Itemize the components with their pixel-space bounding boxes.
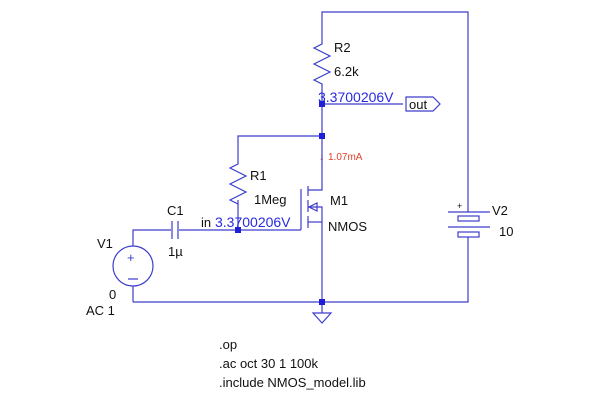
v1-name-label: V1 xyxy=(97,236,113,251)
wire-top-rail[interactable] xyxy=(321,11,469,200)
c1-name-label: C1 xyxy=(167,203,184,218)
directive-include[interactable]: .include NMOS_model.lib xyxy=(219,375,366,390)
junction-ground xyxy=(319,299,325,305)
capacitor-c1[interactable]: C1 1µ xyxy=(167,203,184,259)
r2-name-label: R2 xyxy=(334,40,351,55)
out-net-label: out xyxy=(409,97,427,112)
voltage-source-v1[interactable]: + V1 0 AC 1 xyxy=(86,236,154,318)
spice-directives[interactable]: .op .ac oct 30 1 100k .include NMOS_mode… xyxy=(219,337,366,390)
resistor-r1[interactable]: R1 1Meg xyxy=(228,160,287,207)
resistor-r2[interactable]: R2 6.2k xyxy=(312,40,359,86)
v1-value-label: 0 xyxy=(109,287,116,302)
wire-r1-top[interactable] xyxy=(237,135,322,160)
in-net-label[interactable]: in xyxy=(201,215,211,230)
wires xyxy=(132,11,469,303)
r1-value-label: 1Meg xyxy=(254,192,287,207)
ground-icon[interactable] xyxy=(311,302,333,324)
mosfet-m1[interactable]: M1 NMOS xyxy=(300,155,367,234)
wire-v2-bottom[interactable] xyxy=(322,248,469,303)
directive-ac[interactable]: .ac oct 30 1 100k xyxy=(219,356,319,371)
m1-name-label: M1 xyxy=(330,193,348,208)
drain-current-readout: 1.07mA xyxy=(328,152,363,163)
junction-gate xyxy=(235,227,241,233)
net-label-out[interactable]: out xyxy=(405,96,441,112)
v1-plus-icon: + xyxy=(127,250,135,265)
v2-name-label: V2 xyxy=(492,203,508,218)
voltage-source-v2[interactable]: + V2 10 xyxy=(448,200,513,248)
junction-drain xyxy=(319,133,325,139)
v2-value-label: 10 xyxy=(499,224,513,239)
wire-v1-top[interactable] xyxy=(132,229,171,246)
junction-out xyxy=(319,101,325,107)
directive-op[interactable]: .op xyxy=(219,337,237,352)
out-voltage-readout: 3.3700206V xyxy=(318,89,394,105)
v1-ac-label: AC 1 xyxy=(86,303,115,318)
r2-value-label: 6.2k xyxy=(334,64,359,79)
c1-value-label: 1µ xyxy=(168,244,183,259)
in-voltage-readout: 3.3700206V xyxy=(215,214,291,230)
v2-plus-label: + xyxy=(457,201,462,211)
r1-name-label: R1 xyxy=(250,168,267,183)
m1-model-label: NMOS xyxy=(328,219,367,234)
